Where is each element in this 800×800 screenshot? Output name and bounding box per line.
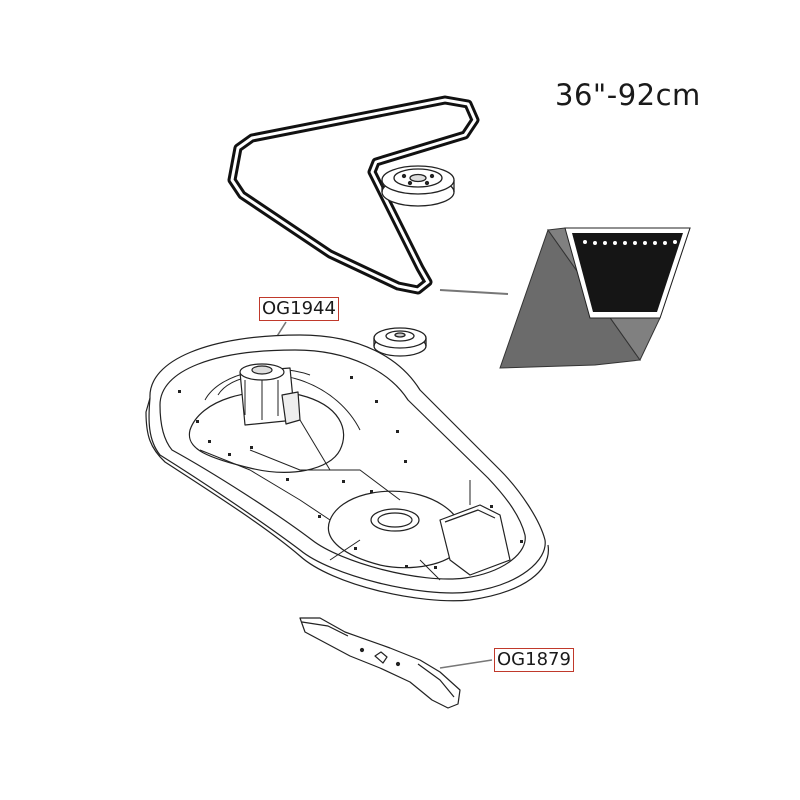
og1879-leader-line	[439, 659, 493, 669]
belt-leader-line	[439, 289, 509, 295]
pulley-og1944	[373, 327, 427, 357]
part-label-og1879: OG1879	[494, 648, 574, 672]
idler-pulley	[381, 165, 455, 207]
part-label-og1944: OG1944	[259, 297, 339, 321]
drive-belt	[227, 95, 480, 295]
mower-deck	[145, 334, 549, 602]
blade-og1879	[299, 617, 461, 709]
belt-cross-section	[499, 227, 691, 369]
deck-size-label: 36"-92cm	[555, 78, 701, 112]
